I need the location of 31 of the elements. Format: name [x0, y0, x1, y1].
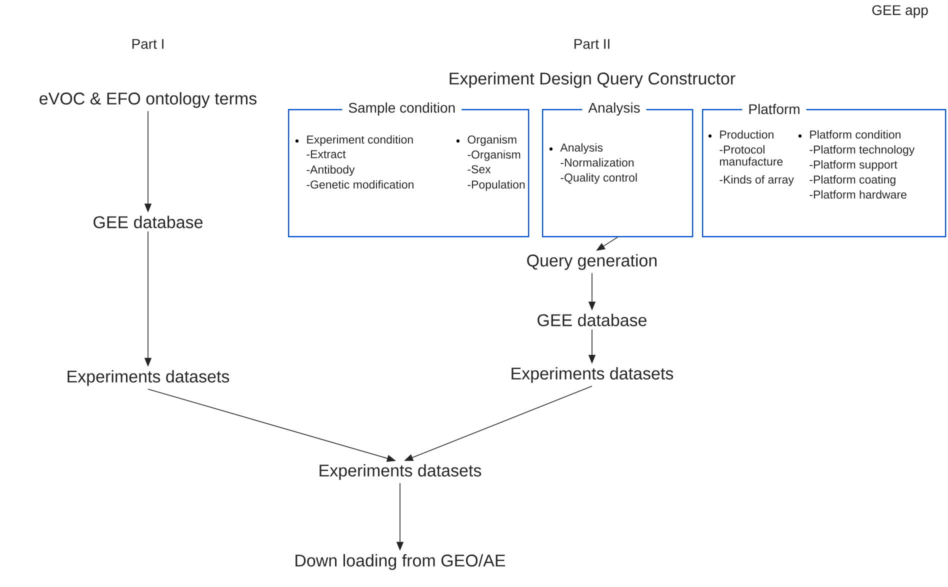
part-label: GEE app: [872, 5, 928, 18]
list-item: -Platform technology: [810, 145, 915, 156]
flow-step: GEE database: [94, 216, 203, 228]
bullet-item: Platform condition: [798, 130, 900, 139]
list-item: -Kinds of array: [720, 175, 794, 186]
list-item: -Extract: [306, 150, 346, 158]
bullet-item: Production: [708, 130, 774, 139]
bullet-item: Experiment condition: [295, 135, 413, 146]
list-item: -Platform coating: [810, 175, 896, 186]
flow-step: Query generation: [527, 254, 657, 270]
part-label: Part I: [132, 39, 164, 49]
list-item: -Normalization: [560, 158, 634, 167]
list-item: -Protocol manufacture: [720, 145, 783, 166]
flow-step: Experiments datasets: [320, 464, 482, 480]
flow-step: eVOC & EFO ontology terms: [40, 92, 256, 108]
list-item: -Genetic modification: [306, 180, 414, 189]
list-item: -Platform hardware: [810, 190, 906, 199]
flow-step: Experiments datasets: [68, 370, 230, 386]
list-item: -Antibody: [306, 165, 355, 176]
list-item: -Population: [468, 180, 525, 191]
bullet-item: Analysis: [549, 143, 603, 154]
flow-step: Down loading from GEO/AE: [296, 554, 506, 570]
flow-step: Experiments datasets: [512, 367, 674, 383]
flow-step: GEE database: [538, 314, 647, 326]
list-item: -Sex: [468, 165, 491, 174]
list-item: -Quality control: [560, 173, 637, 184]
list-item: -Organism: [468, 150, 520, 161]
bullet-item: Organism: [456, 135, 516, 146]
part-label: Part II: [574, 39, 610, 49]
heading: Experiment Design Query Constructor: [450, 72, 736, 88]
list-item: -Platform support: [810, 160, 898, 171]
